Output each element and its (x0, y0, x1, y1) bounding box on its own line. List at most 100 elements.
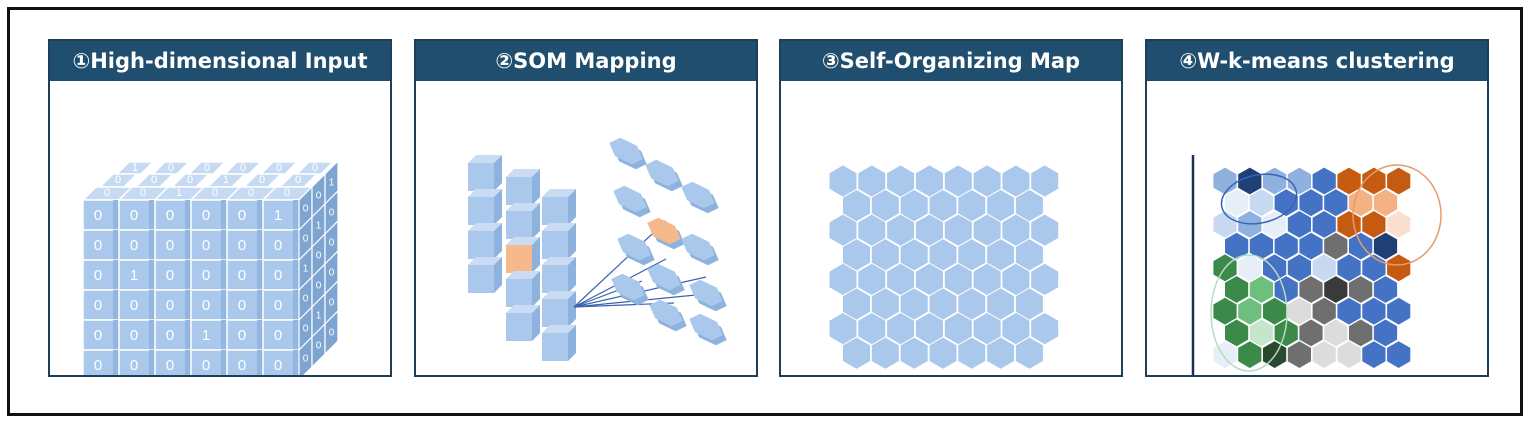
map-neuron (689, 313, 723, 341)
cube-digit: 0 (166, 267, 174, 284)
cube-cell-edge (293, 350, 299, 375)
cube-digit: 0 (303, 324, 309, 335)
som-hex-cell (900, 337, 928, 369)
map-neuron (647, 263, 681, 291)
cluster-hex-cell (1263, 167, 1287, 195)
input-block (542, 231, 568, 259)
cube-cell-edge (221, 350, 227, 375)
som-hex-cell (858, 313, 886, 345)
som-hex-cell (887, 313, 915, 345)
cube-cell-edge (113, 320, 119, 350)
som-hex-cell (915, 214, 943, 246)
cube-digit: 0 (104, 187, 110, 199)
input-block-side (568, 189, 576, 225)
cube-cell-edge (149, 230, 155, 260)
map-neuron (681, 181, 715, 209)
som-hex-cell (871, 239, 899, 271)
cube-cell-edge (149, 260, 155, 290)
cube-digit: 0 (94, 267, 102, 284)
cube-cell-edge (257, 260, 263, 290)
cube-cell-edge (185, 260, 191, 290)
cluster-hex-cell (1387, 297, 1411, 325)
cube-digit: 0 (202, 207, 210, 224)
cluster-hex-cell (1263, 254, 1287, 282)
som-mapping-diagram (468, 137, 727, 361)
cluster-hex-cell (1362, 297, 1386, 325)
cube-digit: 0 (303, 294, 309, 305)
cube-digit: 0 (115, 174, 121, 186)
cube-digit: 0 (316, 251, 322, 262)
cluster-hex-cell (1373, 276, 1398, 303)
cube-cell-edge (293, 260, 299, 290)
cluster-hex-cell (1324, 232, 1348, 260)
cluster-outline-green (1210, 254, 1288, 372)
cube-cell-edge (221, 260, 227, 290)
som-hex-cell (915, 313, 943, 345)
cluster-hex-cell (1225, 276, 1249, 303)
cube-digit: 0 (202, 267, 210, 284)
cube-digit: 0 (130, 297, 138, 314)
cube-cell-edge (293, 230, 299, 260)
cube-digit: 0 (238, 237, 246, 254)
cube-digit: 0 (329, 238, 335, 249)
cube-digit: 0 (303, 204, 309, 215)
cube-digit: 0 (238, 267, 246, 284)
som-hex-cell (915, 165, 943, 197)
input-block-side (532, 271, 540, 307)
panel-title: ①High-dimensional Input (50, 41, 390, 81)
som-hex-cell (843, 190, 870, 222)
panel-self-organizing-map: ③Self-Organizing Map (779, 39, 1123, 377)
input-block-top (542, 291, 576, 299)
cube-digit: 0 (238, 297, 246, 314)
cube-digit: 0 (166, 297, 174, 314)
cube-digit: 0 (303, 354, 309, 365)
input-block-top (468, 189, 502, 197)
cube-digit: 0 (274, 297, 282, 314)
panel-title: ④W-k-means clustering (1147, 41, 1487, 81)
cube-cell-edge (185, 350, 191, 375)
som-hex-cell (1002, 313, 1030, 345)
cluster-hex-cell (1373, 319, 1398, 347)
cube-digit: 1 (329, 178, 335, 189)
connection-line (573, 220, 667, 308)
cube-side-tile (324, 309, 339, 356)
cube-digit: 0 (168, 162, 174, 174)
cube-digit: 0 (94, 357, 102, 374)
cube-cell-edge (113, 230, 119, 260)
som-hex-cell (929, 337, 957, 369)
cube-cell-edge (149, 200, 155, 230)
cube-digit: 0 (276, 162, 282, 174)
cube-digit: 0 (187, 174, 193, 186)
cube-digit: 0 (94, 207, 102, 224)
cluster-hex-cell (1274, 276, 1298, 303)
input-block (542, 197, 568, 225)
cluster-hex-cell (1287, 211, 1311, 238)
som-hex-cell (871, 288, 899, 320)
input-block-side (494, 257, 502, 293)
som-hex-cell (1002, 214, 1030, 246)
cluster-outline-blue (1220, 173, 1298, 225)
cube-digit: 0 (329, 328, 335, 339)
som-hex-cell (829, 263, 857, 295)
cube-cell-edge (257, 200, 263, 230)
input-block-top (468, 223, 502, 231)
highlight-neuron (647, 217, 681, 245)
cube-cell-edge (113, 290, 119, 320)
cube-digit: 1 (202, 327, 210, 344)
som-hex-cell (1015, 190, 1043, 222)
som-hex-cell (887, 165, 915, 197)
som-hex-cell (829, 313, 857, 345)
input-block (468, 163, 494, 191)
som-hex-cell (900, 288, 928, 320)
input-block (468, 265, 494, 293)
cube-digit: 0 (259, 174, 265, 186)
cluster-hex-cell (1249, 276, 1273, 303)
input-block-side (568, 257, 576, 293)
cube-cell-edge (221, 230, 227, 260)
cube-digit: 0 (166, 357, 174, 374)
cluster-hex-cell (1274, 189, 1298, 217)
input-block-top (506, 203, 540, 211)
cube-digit: 1 (274, 207, 282, 224)
input-block-side (494, 189, 502, 225)
